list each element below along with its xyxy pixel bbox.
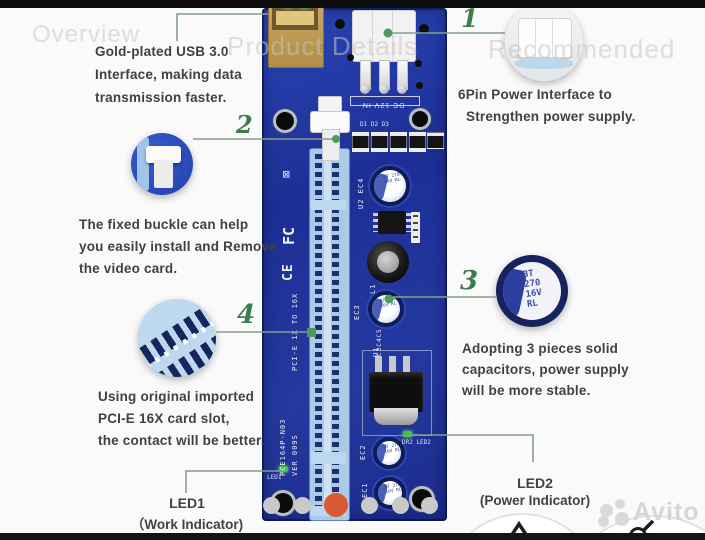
callout2-text: The fixed buckle can help you easily ins… bbox=[79, 217, 277, 276]
capacitor-ec3: BT 270 16V RL bbox=[368, 291, 404, 327]
weee-icon: ⊠ bbox=[279, 170, 293, 178]
smd-component bbox=[371, 132, 388, 152]
smd-component bbox=[427, 132, 444, 149]
silkscreen-ec1: EC1 bbox=[361, 482, 369, 498]
bottom-frame-bar bbox=[0, 533, 705, 540]
inset-buckle-stem bbox=[154, 160, 173, 188]
inductor-coil bbox=[367, 241, 409, 283]
led2-power-indicator bbox=[403, 431, 412, 437]
silkscreen-diode-labels: D1 D2 D3 bbox=[360, 121, 389, 128]
silkscreen-ec3: EC3 bbox=[353, 304, 361, 320]
jumper-header bbox=[411, 212, 420, 243]
silkscreen-ec2: EC2 bbox=[359, 444, 367, 460]
carousel-dot[interactable] bbox=[263, 497, 280, 514]
callout1-text: 6Pin Power Interface to Strengthen power… bbox=[458, 87, 636, 124]
capacitor-marking: BT 270 16V RL bbox=[379, 297, 398, 310]
avito-watermark: Avito bbox=[633, 498, 700, 526]
pin-hole bbox=[347, 54, 354, 61]
slot-ridge bbox=[324, 154, 331, 510]
inset-slot-edge bbox=[137, 137, 149, 191]
solder-pad bbox=[379, 84, 389, 94]
regulator-tab bbox=[374, 408, 418, 425]
pin-hole bbox=[419, 24, 429, 34]
inset-cap-top: BT 270 16V RL bbox=[503, 262, 561, 320]
carousel-dot[interactable] bbox=[392, 497, 409, 514]
capacitor-marking: BT 270 16V RL bbox=[383, 442, 402, 456]
ic-legs bbox=[406, 213, 411, 232]
pin-hole bbox=[415, 60, 422, 67]
inset-6pin-connector bbox=[518, 18, 572, 58]
pin-hole bbox=[416, 82, 423, 89]
callout-number-3: 3 bbox=[460, 266, 479, 296]
ce-logo: CE bbox=[281, 263, 296, 281]
avito-logo-circle bbox=[598, 516, 609, 527]
silkscreen-l1: L1 bbox=[369, 283, 377, 294]
solder-pad bbox=[397, 84, 407, 94]
ic-chip bbox=[378, 211, 406, 234]
inset-photo-capacitor: BT 270 16V RL bbox=[496, 255, 568, 327]
silkscreen-led2: DR2 LED2 bbox=[402, 439, 431, 446]
inset-photo-buckle bbox=[131, 133, 193, 195]
carousel-dot-active[interactable] bbox=[324, 493, 348, 517]
capacitor-marking: BT 270 16V RL bbox=[384, 482, 403, 496]
callout-number-4: 4 bbox=[237, 300, 256, 330]
retention-buckle bbox=[322, 129, 340, 161]
carousel-dot[interactable] bbox=[294, 497, 311, 514]
pin-hole bbox=[335, 19, 345, 29]
ghost-tab-overview: Overview bbox=[32, 21, 141, 48]
carousel-dot[interactable] bbox=[361, 497, 378, 514]
inset-buckle-bar bbox=[146, 146, 181, 163]
slot-key-divider bbox=[311, 452, 346, 464]
slot-contacts bbox=[315, 154, 322, 510]
inset-blue-edge bbox=[515, 58, 573, 69]
silkscreen-box bbox=[350, 96, 420, 106]
silkscreen-led1: LED1 bbox=[267, 474, 282, 481]
solder-pad bbox=[360, 84, 370, 94]
callout3-text: Adopting 3 pieces solid capacitors, powe… bbox=[462, 341, 629, 398]
smd-component bbox=[409, 132, 426, 152]
capacitor-marking: BT 270 16V RL bbox=[382, 172, 401, 186]
led2-label: LED2 (Power Indicator) bbox=[479, 475, 591, 508]
smd-component bbox=[352, 132, 369, 152]
capacitor-ec4: BT 270 16V RL bbox=[370, 166, 410, 206]
ghost-tab-recommended: Recommended bbox=[488, 34, 676, 64]
ic-legs bbox=[373, 213, 378, 232]
mounting-hole bbox=[412, 111, 428, 127]
led1-work-indicator bbox=[279, 466, 288, 472]
top-frame-bar bbox=[0, 0, 705, 8]
avito-logo-circle bbox=[615, 512, 629, 526]
capacitor-marking: BT 270 16V RL bbox=[522, 268, 543, 310]
ghost-tab-product-details: Product Details bbox=[227, 31, 419, 61]
smd-component bbox=[390, 132, 407, 152]
voltage-regulator bbox=[369, 372, 423, 412]
silkscreen-cap-row: C3C4C5 bbox=[376, 328, 383, 356]
transistor-legs bbox=[375, 356, 410, 373]
transistor-silkscreen bbox=[362, 350, 432, 436]
avito-logo-circle bbox=[600, 504, 613, 517]
slot-notch bbox=[311, 200, 346, 210]
inset-photo-slot-contacts bbox=[138, 299, 216, 377]
silkscreen-version: VER 009S bbox=[291, 434, 299, 476]
silkscreen-dc-12v-in: DC 12V IN bbox=[361, 101, 405, 108]
slot-contacts bbox=[332, 154, 339, 510]
avito-logo-circle bbox=[615, 499, 625, 509]
inset-photo-6pin bbox=[505, 3, 583, 81]
usb3-port-tongue bbox=[276, 11, 314, 25]
carousel-dot[interactable] bbox=[421, 497, 438, 514]
fcc-logo: FC bbox=[280, 226, 298, 245]
callout4-text: Using original imported PCI-E 16X card s… bbox=[98, 389, 265, 448]
led1-label: LED1 （Work Indicator) bbox=[130, 495, 244, 532]
silkscreen-slot-label: PCI-E 1X TO 16X bbox=[291, 292, 299, 371]
callout-number-2: 2 bbox=[236, 110, 253, 139]
usb-note: Gold-plated USB 3.0 Interface, making da… bbox=[95, 44, 242, 105]
mounting-hole bbox=[276, 112, 294, 130]
silkscreen-model: PCE164P-N03 bbox=[279, 418, 287, 476]
capacitor-ec2: BT 270 16V RL bbox=[373, 437, 405, 469]
callout-number-1: 1 bbox=[461, 4, 479, 33]
silkscreen-u2-ec4: U2 EC4 bbox=[357, 177, 365, 209]
